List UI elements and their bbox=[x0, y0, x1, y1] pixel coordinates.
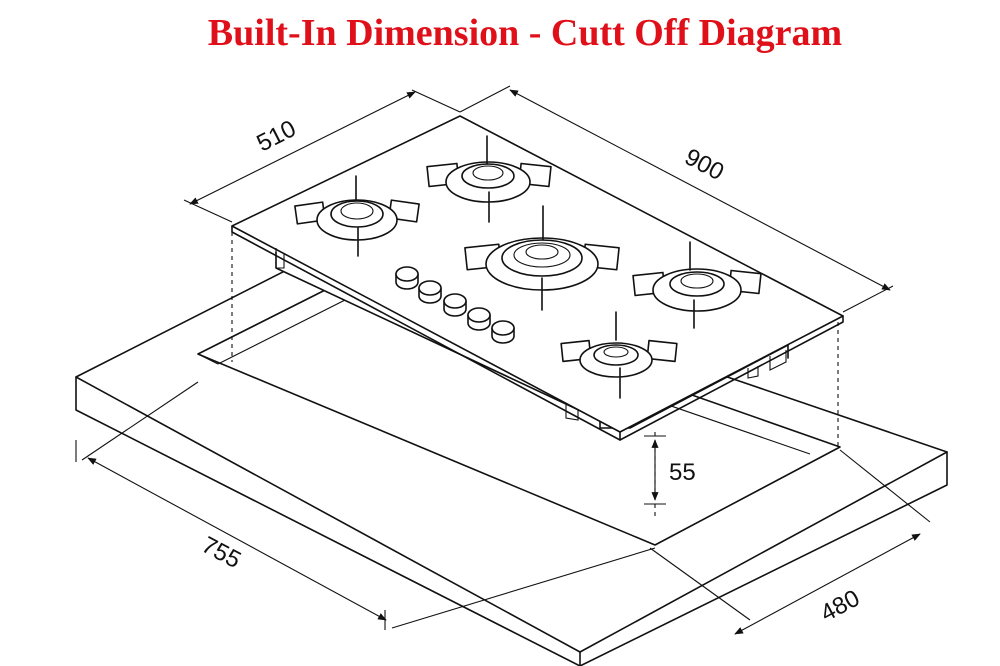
knob-1 bbox=[395, 266, 419, 290]
dimension-label-510: 510 bbox=[252, 115, 300, 157]
cutout-opening bbox=[197, 275, 841, 546]
knob-3 bbox=[443, 293, 467, 317]
dimension-label-55: 55 bbox=[669, 459, 696, 486]
control-knobs bbox=[395, 266, 515, 344]
knob-2 bbox=[418, 280, 442, 304]
dimension-label-755: 755 bbox=[197, 531, 245, 574]
burner-front-small bbox=[560, 311, 678, 399]
dimension-55: 55 bbox=[644, 435, 696, 505]
knob-4 bbox=[467, 307, 491, 331]
dimension-label-480: 480 bbox=[816, 585, 864, 628]
dimension-label-900: 900 bbox=[680, 143, 728, 186]
knob-5 bbox=[491, 320, 515, 344]
diagram-title: Built-In Dimension - Cutt Off Diagram bbox=[207, 12, 843, 54]
